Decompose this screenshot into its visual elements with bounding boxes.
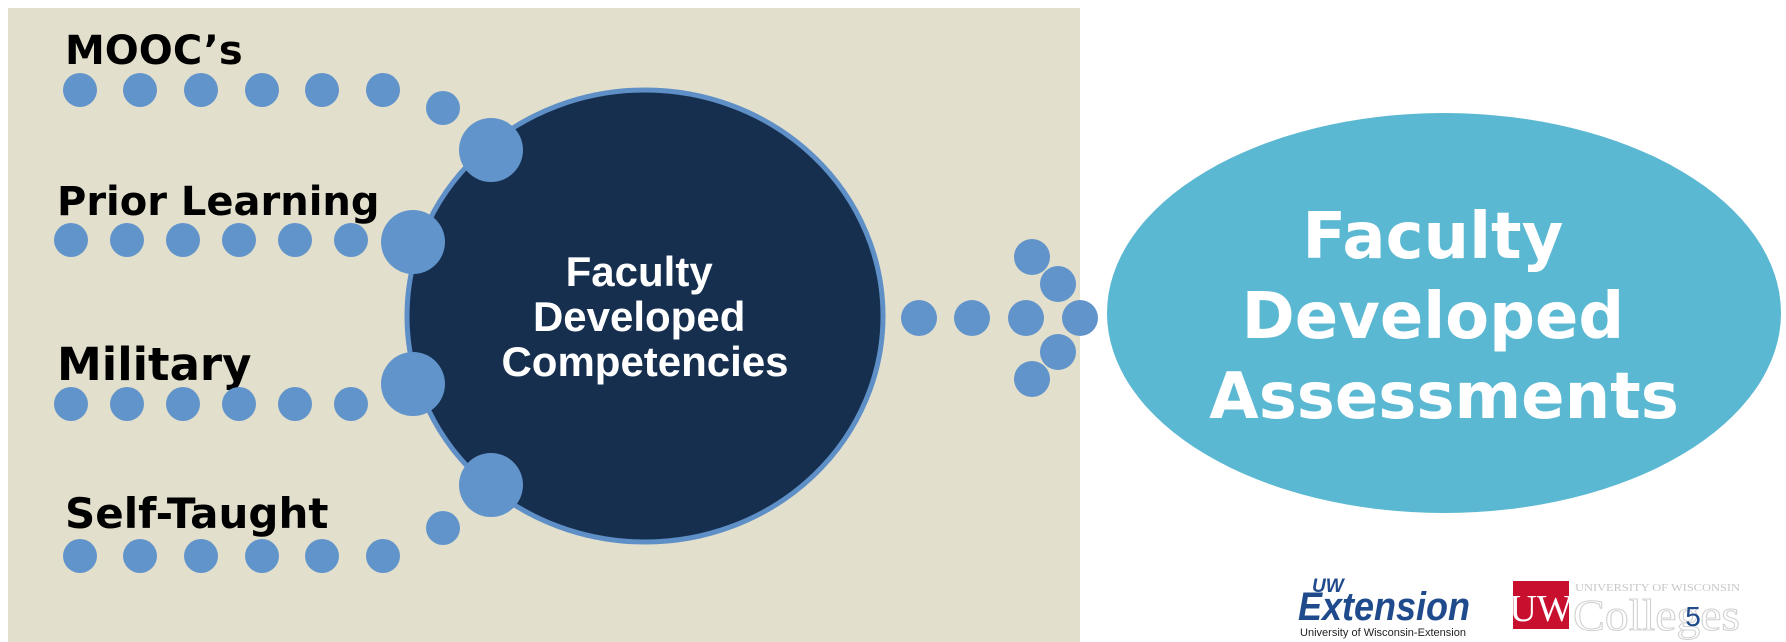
entry-dot bbox=[381, 210, 445, 274]
path-dot bbox=[305, 539, 339, 573]
path-dot bbox=[110, 223, 144, 257]
path-dot bbox=[184, 73, 218, 107]
path-dot bbox=[166, 387, 200, 421]
path-dot bbox=[1062, 300, 1098, 336]
path-dot bbox=[1040, 334, 1076, 370]
path-dot bbox=[54, 223, 88, 257]
path-dot bbox=[954, 300, 990, 336]
path-dot bbox=[278, 223, 312, 257]
path-dot bbox=[334, 223, 368, 257]
path-dot bbox=[123, 539, 157, 573]
path-dot bbox=[278, 387, 312, 421]
source-label-prior-learning: Prior Learning bbox=[57, 179, 380, 225]
connector-dots bbox=[901, 239, 1098, 397]
path-dot bbox=[63, 539, 97, 573]
path-dot bbox=[222, 223, 256, 257]
uw-colleges-crest-text: UW bbox=[1509, 588, 1572, 630]
path-dot bbox=[245, 539, 279, 573]
path-dot bbox=[1014, 361, 1050, 397]
path-dot bbox=[334, 387, 368, 421]
uw-colleges-header: UNIVERSITY OF WISCONSIN bbox=[1575, 583, 1740, 594]
path-dot bbox=[901, 300, 937, 336]
path-dot bbox=[166, 223, 200, 257]
uw-extension-wordmark: Extension bbox=[1298, 585, 1470, 629]
source-label-moocs: MOOC’s bbox=[65, 28, 243, 74]
moocs-dot-path bbox=[63, 73, 460, 125]
self-taught-dot-path bbox=[63, 511, 460, 573]
competencies-line-1: Faculty bbox=[566, 248, 714, 295]
path-dot bbox=[245, 73, 279, 107]
entry-dot bbox=[459, 118, 523, 182]
path-dot bbox=[222, 387, 256, 421]
source-label-self-taught: Self-Taught bbox=[65, 489, 328, 538]
path-dot bbox=[426, 91, 460, 125]
entry-dot bbox=[459, 453, 523, 517]
path-dot bbox=[426, 511, 460, 545]
military-dot-path bbox=[54, 387, 368, 421]
path-dot bbox=[366, 539, 400, 573]
path-dot bbox=[63, 73, 97, 107]
assessments-line-1: Faculty bbox=[1302, 200, 1563, 274]
prior-learning-dot-path bbox=[54, 223, 368, 257]
assessments-text: Faculty Developed Assessments bbox=[1209, 200, 1679, 434]
path-dot bbox=[1008, 300, 1044, 336]
source-label-military: Military bbox=[57, 338, 251, 391]
uw-extension-logo: UW Extension University of Wisconsin-Ext… bbox=[1298, 576, 1470, 639]
path-dot bbox=[366, 73, 400, 107]
path-dot bbox=[110, 387, 144, 421]
path-dot bbox=[184, 539, 218, 573]
uw-colleges-wordmark: Colleges bbox=[1573, 591, 1740, 640]
competencies-line-3: Competencies bbox=[501, 338, 788, 385]
path-dot bbox=[1014, 239, 1050, 275]
assessments-line-3: Assessments bbox=[1209, 360, 1679, 434]
path-dot bbox=[1040, 266, 1076, 302]
uw-extension-uw: UW bbox=[1312, 576, 1346, 597]
competencies-line-2: Developed bbox=[533, 293, 745, 340]
path-dot bbox=[123, 73, 157, 107]
uw-colleges-logo: UW UNIVERSITY OF WISCONSIN Colleges bbox=[1509, 581, 1741, 641]
uw-colleges-crest bbox=[1513, 581, 1569, 629]
assessments-line-2: Developed bbox=[1242, 280, 1625, 354]
assessments-ellipse bbox=[1107, 113, 1781, 513]
competencies-text: Faculty Developed Competencies bbox=[501, 248, 788, 385]
competencies-circle bbox=[404, 87, 886, 545]
page-number: 5 bbox=[1685, 601, 1701, 632]
path-dot bbox=[305, 73, 339, 107]
uw-extension-subtext: University of Wisconsin-Extension bbox=[1300, 627, 1466, 639]
entry-dot bbox=[381, 352, 445, 416]
path-dot bbox=[54, 387, 88, 421]
